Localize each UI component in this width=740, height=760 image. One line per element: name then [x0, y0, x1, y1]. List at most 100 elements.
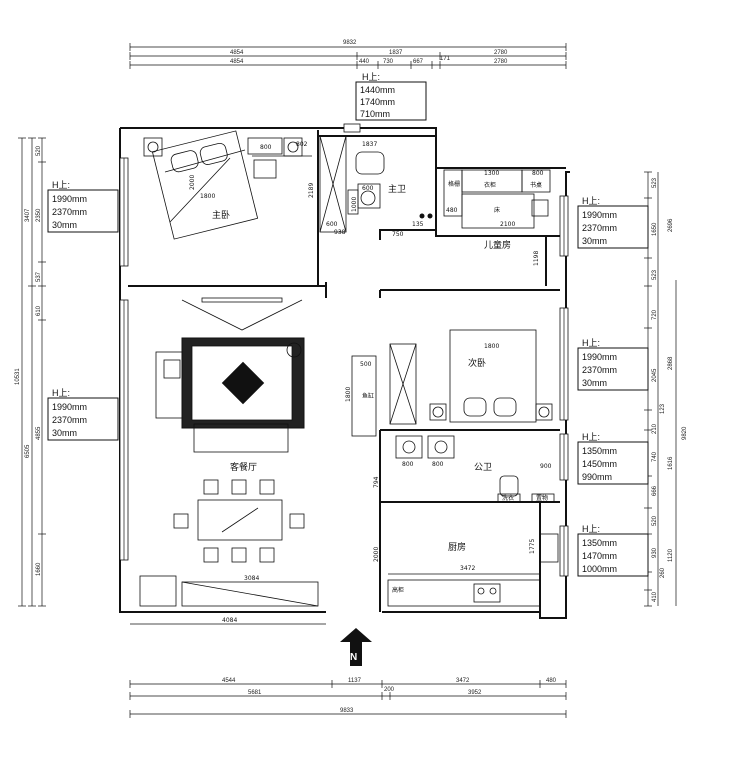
dim-right-b6: 123 — [660, 403, 666, 414]
dim-right-total: 9820 — [682, 426, 688, 440]
north-label: N — [350, 652, 357, 663]
note-top-head: H上: — [362, 72, 380, 82]
dim-left-a2: 6505 — [25, 444, 31, 458]
fish-500: 500 — [360, 361, 372, 368]
note-top-l1: 1440mm — [360, 85, 395, 95]
kid-bed: 床 — [494, 206, 500, 214]
dim-right-b9: 666 — [652, 485, 658, 496]
dim-bot-r2-b: 200 — [384, 687, 395, 693]
lv-3084: 3084 — [244, 575, 259, 582]
mb-w802: 802 — [296, 141, 308, 148]
dim-left-b5: 4855 — [36, 426, 42, 440]
note-right4-l1: 1350mm — [582, 538, 617, 548]
sb-1800: 1800 — [484, 343, 499, 350]
dim-bot-r2-c: 3952 — [468, 690, 482, 696]
left-dimensions: 10531 3407 6505 520 2350 537 610 4855 16… — [15, 137, 46, 607]
dim-right-b8: 740 — [652, 451, 658, 462]
kid-shelf-1: 格栅 — [448, 180, 460, 188]
second-bedroom: 1800 次卧 — [389, 329, 553, 425]
dim-right-b5: 2045 — [652, 368, 658, 382]
pb-900: 900 — [540, 463, 552, 470]
pb-800b: 800 — [432, 461, 444, 468]
dim-left-b4: 610 — [36, 305, 42, 316]
public-bath: 800 800 900 794 洗衣 置物 公卫 — [373, 435, 555, 503]
dim-top-r2-b: 440 — [359, 59, 370, 65]
master-bath: 1837 600 600 1000 938 750 135 主卫 — [326, 141, 433, 238]
dim-left-b1: 520 — [36, 145, 42, 156]
room-second-bedroom: 次卧 — [468, 357, 486, 369]
mb-2189: 2189 — [308, 183, 315, 198]
kid-1198: 1198 — [533, 251, 540, 266]
note-right2-l1: 1990mm — [582, 352, 617, 362]
kid-desk: 书桌 — [530, 181, 542, 189]
living-dining: 客餐厅 3084 4084 500 1800 鱼缸 — [130, 297, 377, 625]
dim-bot-r1-d: 480 — [546, 678, 557, 684]
room-kitchen: 厨房 — [448, 541, 466, 553]
k-tall-cabinet: 高柜 — [392, 586, 404, 594]
pb-washer: 洗衣 — [502, 494, 514, 502]
dim-top-r1-c: 2780 — [494, 50, 508, 56]
dim-left-b2: 2350 — [36, 208, 42, 222]
room-public-bath: 公卫 — [474, 462, 492, 473]
pb-800a: 800 — [402, 461, 414, 468]
room-master-bath: 主卫 — [388, 183, 406, 195]
dim-right-b11: 930 — [652, 547, 658, 558]
dim-top-r1-b: 1837 — [389, 50, 403, 56]
dim-left-total: 10531 — [15, 368, 21, 385]
dim-right-b4: 720 — [652, 309, 658, 320]
note-right3-l3: 990mm — [582, 472, 612, 482]
fish-1800: 1800 — [345, 387, 352, 402]
lv-4084: 4084 — [222, 617, 237, 624]
dim-right-b2: 1650 — [652, 222, 658, 236]
note-right3-l2: 1450mm — [582, 459, 617, 469]
mbath-600a: 600 — [362, 185, 374, 192]
kitchen: 2000 1775 3472 高柜 厨房 — [373, 533, 559, 607]
note-left1-l2: 2370mm — [52, 207, 87, 217]
note-right2-head: H上: — [582, 338, 600, 348]
walls — [119, 123, 570, 619]
note-left1-head: H上: — [52, 180, 70, 190]
dim-top-r2-a: 4854 — [230, 59, 244, 65]
window-notes: H上: 1440mm 1740mm 710mm H上: 1990mm 2370m… — [47, 72, 649, 577]
note-right4-l2: 1470mm — [582, 551, 617, 561]
dim-bot-r1-a: 4544 — [222, 678, 236, 684]
mbath-938: 938 — [334, 229, 346, 236]
dim-bot-r2-a: 5681 — [248, 690, 262, 696]
mb-bed-width: 1800 — [200, 193, 215, 200]
kid-480: 480 — [446, 207, 458, 214]
dim-right-b13: 410 — [652, 591, 658, 602]
pb-794: 794 — [373, 476, 380, 488]
note-right1-l1: 1990mm — [582, 210, 617, 220]
note-left1-l1: 1990mm — [52, 194, 87, 204]
mb-bed-length: 2000 — [189, 175, 196, 190]
note-left2-l3: 30mm — [52, 428, 77, 438]
note-right3-head: H上: — [582, 432, 600, 442]
dim-top-r2-f: 2780 — [494, 59, 508, 65]
note-top-l3: 710mm — [360, 109, 390, 119]
dim-overall-top: 9832 — [343, 40, 357, 46]
k-3472: 3472 — [460, 565, 475, 572]
dim-top-r2-d: 667 — [413, 59, 424, 65]
note-right1-l3: 30mm — [582, 236, 607, 246]
k-1775: 1775 — [529, 539, 536, 554]
dim-top-r2-c: 730 — [383, 59, 394, 65]
kids-room: 格栅 1300 800 衣柜 书桌 床 480 2100 1198 儿童房 — [443, 169, 551, 266]
dim-right-a2: 2868 — [668, 356, 674, 370]
kid-1300: 1300 — [484, 170, 499, 177]
room-living-dining: 客餐厅 — [230, 461, 257, 473]
dim-bot-r1-b: 1137 — [348, 678, 362, 684]
bottom-dimensions: 4544 1137 3472 480 5681 200 3952 9833 — [129, 678, 567, 718]
fish-label: 鱼缸 — [362, 392, 374, 400]
room-master-bedroom: 主卧 — [212, 209, 230, 221]
dim-right-a4: 1120 — [668, 548, 674, 562]
note-right2-l3: 30mm — [582, 378, 607, 388]
mbath-600b: 600 — [326, 221, 338, 228]
dim-bot-r1-c: 3472 — [456, 678, 470, 684]
dim-overall-bottom: 9833 — [340, 708, 354, 714]
dim-left-a1: 3407 — [25, 208, 31, 222]
master-bedroom: 1800 2000 800 802 2189 主卧 — [143, 130, 347, 240]
mbath-1837: 1837 — [362, 141, 377, 148]
dim-left-b6: 1660 — [36, 562, 42, 576]
north-arrow-icon: N — [340, 628, 372, 666]
